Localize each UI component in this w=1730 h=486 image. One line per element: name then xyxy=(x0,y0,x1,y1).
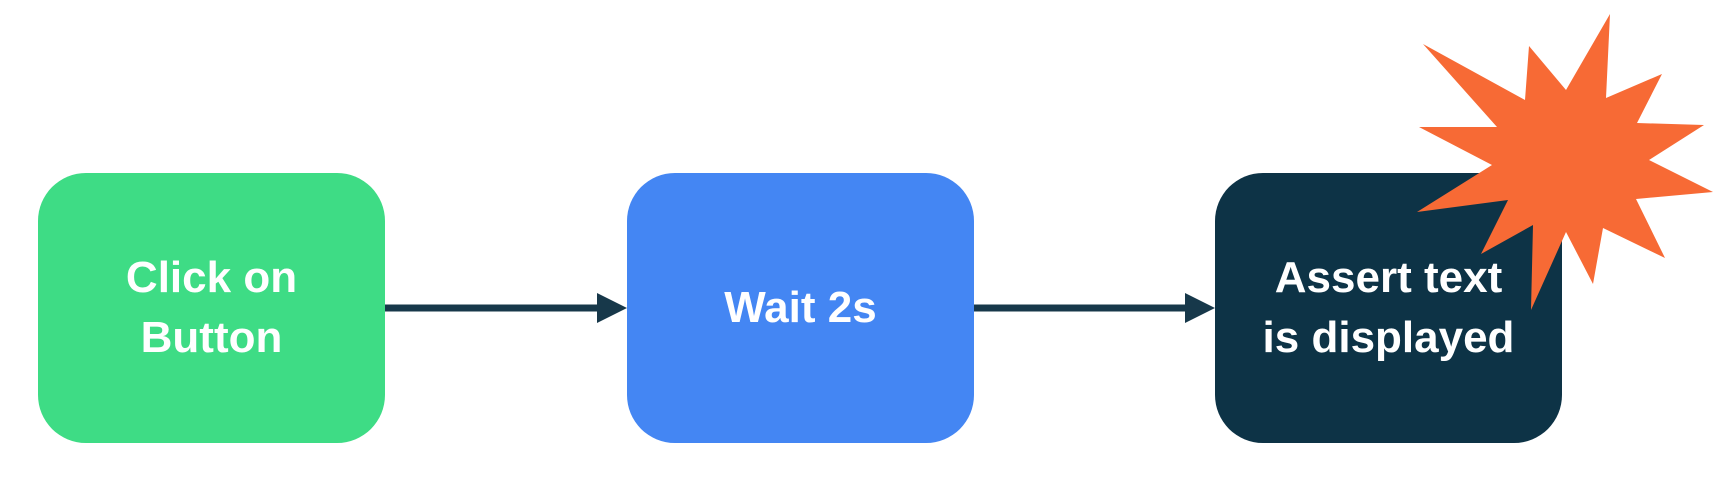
arrow-head xyxy=(597,293,627,323)
node-label-line: is displayed xyxy=(1262,313,1515,362)
starburst-icon xyxy=(1417,14,1713,310)
arrow-head xyxy=(1185,293,1215,323)
node-label-line: Button xyxy=(140,313,283,362)
starburst-shape xyxy=(1417,14,1713,310)
node-click-on-button[interactable]: Click on Button xyxy=(38,173,385,443)
node-label-line: Click on xyxy=(125,253,298,302)
node-label-line: Wait 2s xyxy=(724,283,877,332)
node-label-line: Assert text xyxy=(1274,253,1503,302)
node-wait-2s[interactable]: Wait 2s xyxy=(627,173,974,443)
arrow-connector xyxy=(385,293,627,323)
arrow-connector xyxy=(973,293,1215,323)
